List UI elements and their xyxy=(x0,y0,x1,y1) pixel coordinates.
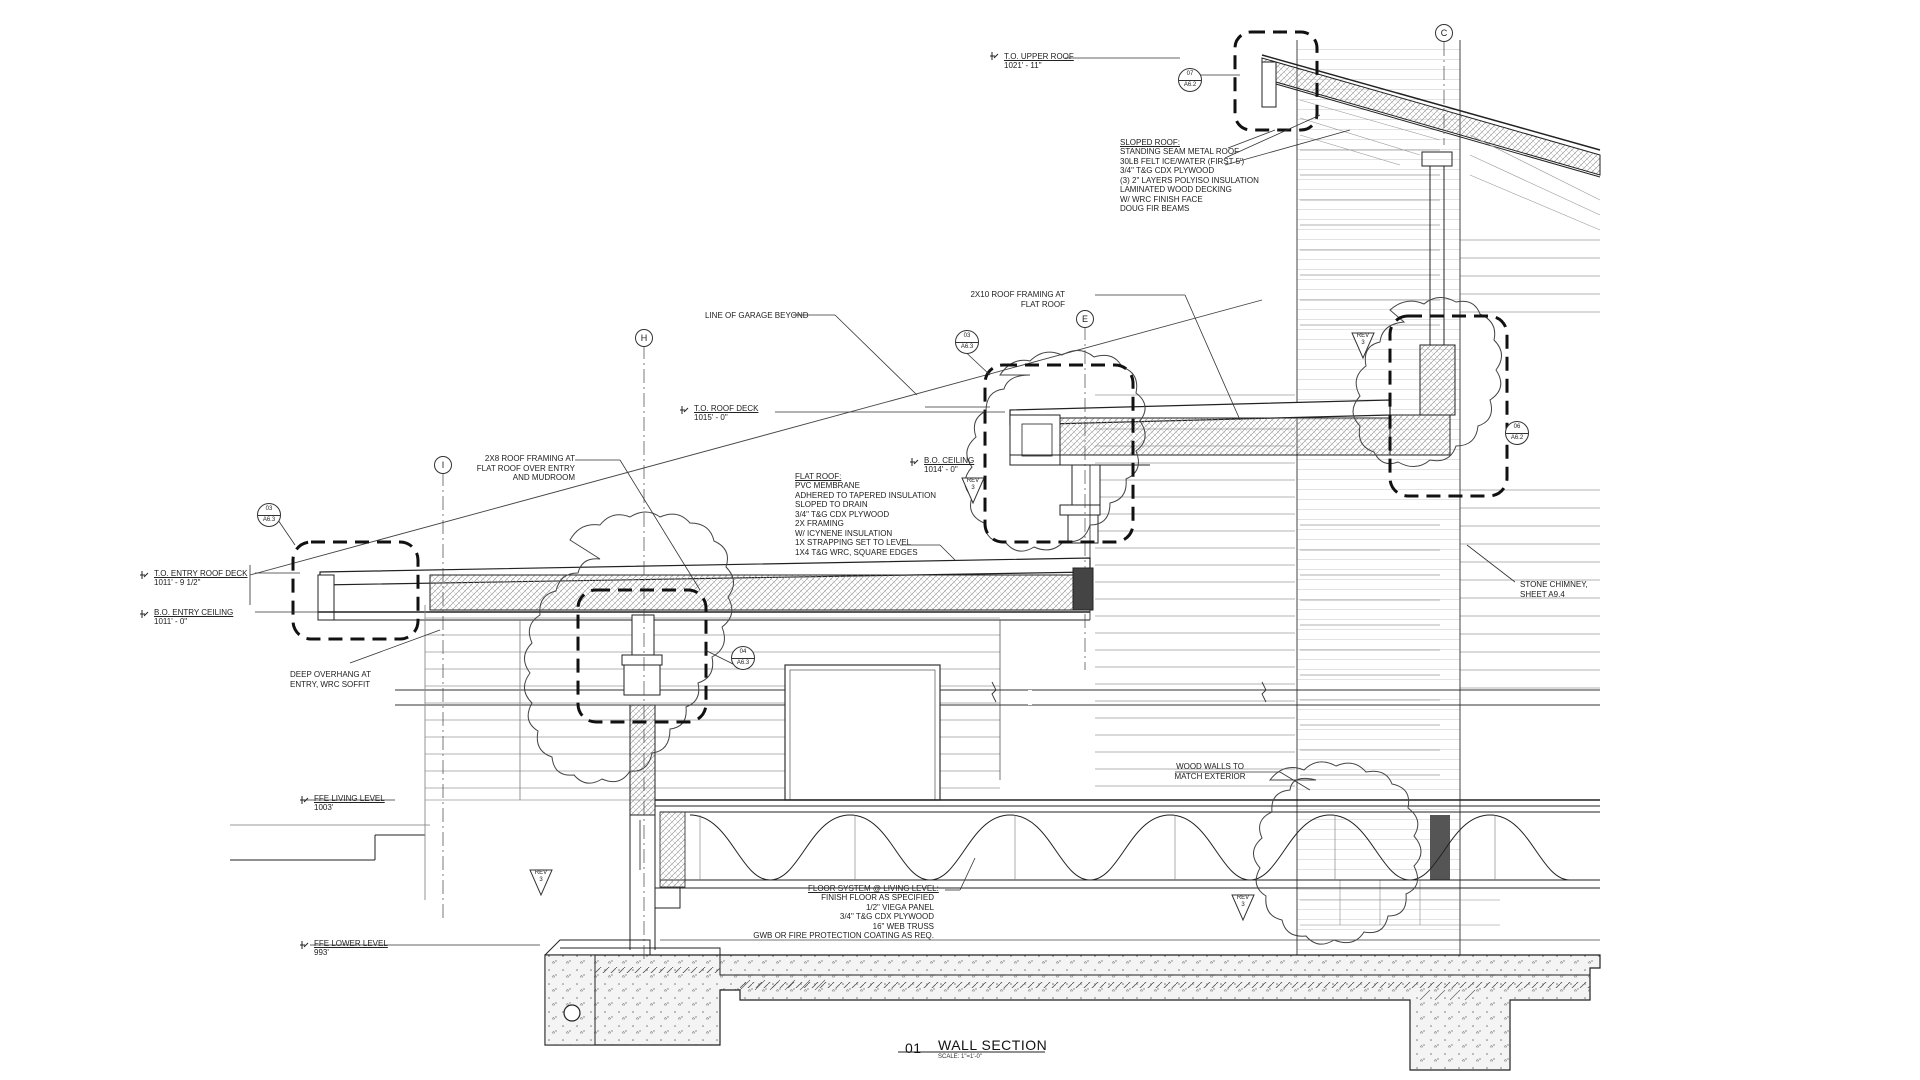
note-floor-system-title: FLOOR SYSTEM @ LIVING LEVEL: xyxy=(808,884,939,893)
level-roof-deck-value: 1015' - 0" xyxy=(694,413,728,422)
detail-tag-04[interactable]: 04 A6.3 xyxy=(731,646,755,670)
detail-tag-num: 03 xyxy=(963,333,971,339)
level-entry-ceiling-name: B.O. ENTRY CEILING xyxy=(154,608,234,617)
note-roof-framing-2x10: 2x10 ROOF FRAMING AT FLAT ROOF xyxy=(970,290,1065,309)
level-living-value: 1003' xyxy=(314,803,334,812)
note-deep-overhang: DEEP OVERHANG AT ENTRY, WRC SOFFIT xyxy=(290,670,372,689)
detail-tag-sheet: A6.3 xyxy=(736,660,750,666)
detail-tag-07[interactable]: 07 A6.2 xyxy=(1178,68,1202,92)
drawing-title: WALL SECTION xyxy=(938,1037,1048,1053)
door-opening xyxy=(784,664,941,801)
rev-num: 3 xyxy=(1241,902,1245,908)
level-upper-roof-name: T.O. UPPER ROOF xyxy=(1004,52,1074,61)
rev-triangles xyxy=(529,332,1375,922)
detail-tag-num: 06 xyxy=(1513,424,1521,430)
level-ceiling-value: 1014' - 0" xyxy=(924,465,958,474)
note-line-of-garage: LINE OF GARAGE BEYOND xyxy=(705,311,809,320)
detail-tag-sheet: A6.3 xyxy=(960,344,974,350)
garage-line xyxy=(249,299,1263,900)
level-roof-deck-name: T.O. ROOF DECK xyxy=(694,404,759,413)
rev-label: REV xyxy=(966,478,980,484)
level-entry-roof-value: 1011' - 9 1/2" xyxy=(154,578,201,587)
detail-tag-06[interactable]: 06 A6.2 xyxy=(1505,421,1529,445)
note-roof-framing-2x8: 2x8 ROOF FRAMING AT FLAT ROOF OVER ENTRY… xyxy=(476,454,575,482)
note-flat-roof: PVC MEMBRANE ADHERED TO TAPERED INSULATI… xyxy=(795,481,937,557)
drawing-scale: SCALE: 1"=1'-0" xyxy=(938,1054,982,1060)
note-sloped-roof: STANDING SEAM METAL ROOF 30lb FELT ICE/W… xyxy=(1120,147,1259,213)
level-upper-roof-value: 1021' - 11" xyxy=(1004,61,1042,70)
rev-num: 3 xyxy=(971,485,975,491)
detail-tag-num: 07 xyxy=(1186,71,1194,77)
level-lower-value: 993' xyxy=(314,948,329,957)
note-flat-roof-title: FLAT ROOF: xyxy=(795,472,842,481)
entry-wall xyxy=(621,614,663,950)
floor-system xyxy=(654,799,1600,941)
detail-tag-num: 04 xyxy=(739,649,747,655)
detail-tag-sheet: A6.3 xyxy=(262,517,276,523)
level-markers xyxy=(140,52,999,949)
grid-marker-i[interactable]: I xyxy=(434,456,452,474)
level-ceiling-name: B.O. CEILING xyxy=(924,456,975,465)
note-sloped-roof-title: SLOPED ROOF: xyxy=(1120,138,1181,147)
detail-tag-03-entry[interactable]: 03 A6.3 xyxy=(257,503,281,527)
note-stone-chimney: STONE CHIMNEY, SHEET A9.4 xyxy=(1520,580,1588,599)
revision-clouds xyxy=(524,297,1502,945)
detail-tag-sheet: A6.2 xyxy=(1183,82,1197,88)
note-floor-system: FINISH FLOOR AS SPECIFIED 1/2" VIEGA PAN… xyxy=(753,893,934,940)
rev-label: REV xyxy=(534,870,548,876)
grid-lines xyxy=(442,42,1445,960)
entry-flat-roof xyxy=(317,557,1094,780)
detail-tag-03-upper[interactable]: 03 A6.3 xyxy=(955,330,979,354)
drawing-number: 01 xyxy=(905,1040,922,1056)
level-living-name: FFE LIVING LEVEL xyxy=(314,794,385,803)
grid-marker-h[interactable]: H xyxy=(635,329,653,347)
rev-num: 3 xyxy=(1361,340,1365,346)
rev-num: 3 xyxy=(539,877,543,883)
detail-tag-num: 03 xyxy=(265,506,273,512)
stone-chimney xyxy=(1296,40,1500,955)
level-entry-ceiling-value: 1011' - 0" xyxy=(154,617,188,626)
detail-tag-sheet: A6.2 xyxy=(1510,435,1524,441)
construction-lines xyxy=(395,681,1600,706)
foundation xyxy=(230,824,1601,1071)
level-lower-name: FFE LOWER LEVEL xyxy=(314,939,388,948)
level-entry-roof-name: T.O. ENTRY ROOF DECK xyxy=(154,569,248,578)
upper-flat-roof xyxy=(1009,344,1456,620)
rev-label: REV xyxy=(1236,895,1250,901)
grid-marker-e[interactable]: E xyxy=(1076,310,1094,328)
note-wood-walls: WOOD WALLS TO MATCH EXTERIOR xyxy=(1174,762,1246,781)
detail-callout-boxes xyxy=(291,30,1509,724)
grid-marker-c[interactable]: C xyxy=(1435,24,1453,42)
rev-label: REV xyxy=(1356,333,1370,339)
